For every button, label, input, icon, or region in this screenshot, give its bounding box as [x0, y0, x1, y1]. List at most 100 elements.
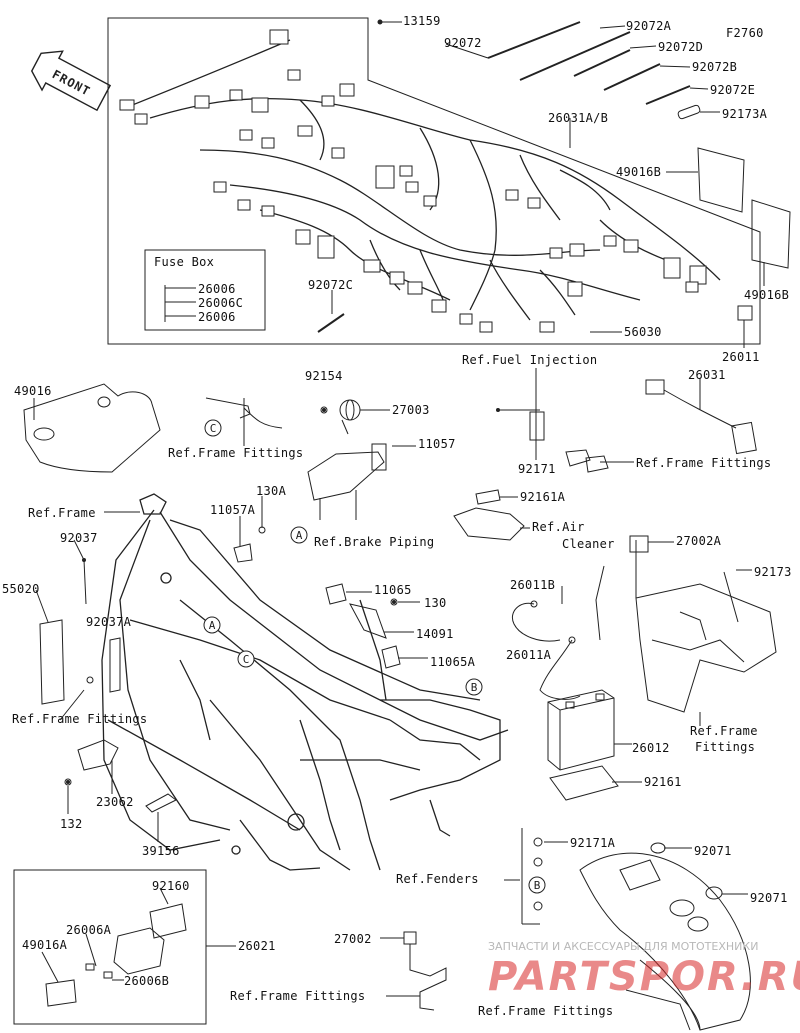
- motorcycle-frame: [101, 493, 509, 871]
- callout-circle-c: [237, 650, 255, 668]
- part-label-26006b: 26006B: [124, 974, 170, 988]
- part-label-92072b: 92072B: [692, 60, 738, 74]
- part-label-92037a: 92037A: [86, 615, 132, 629]
- part-label-11065a: 11065A: [430, 655, 476, 669]
- part-label-27003: 27003: [392, 403, 430, 417]
- part-label-26031ab: 26031A/B: [548, 111, 609, 125]
- rubber-sheet-49016b-2: [751, 199, 791, 269]
- part-label-13159: 13159: [403, 14, 441, 28]
- air-cleaner-tray: [453, 507, 525, 541]
- part-label-55020: 55020: [2, 582, 40, 596]
- callout-letter-a: A: [209, 619, 216, 632]
- part-label-92037: 92037: [60, 531, 98, 545]
- part-label-ref-frame-fittings-6: Ref.Frame Fittings: [478, 1004, 614, 1018]
- callout-letter-b: B: [471, 681, 478, 694]
- watermark-logo: PARTSPOR.RU: [488, 954, 800, 1000]
- part-label-26011a: 26011A: [506, 648, 552, 662]
- battery-26012: [547, 689, 615, 771]
- part-label-26011: 26011: [722, 350, 760, 364]
- part-label-92173: 92173: [754, 565, 792, 579]
- part-label-49016: 49016: [14, 384, 52, 398]
- part-label-11057: 11057: [418, 437, 456, 451]
- part-label-130a: 130A: [256, 484, 287, 498]
- cable-ties: [317, 21, 691, 333]
- fuse-box-part-2: 26006C: [198, 296, 244, 310]
- part-label-92072: 92072: [444, 36, 482, 50]
- part-label-14091: 14091: [416, 627, 454, 641]
- part-label-26006a: 26006A: [66, 923, 112, 937]
- part-label-ref-frame-fittings-1: Ref.Frame Fittings: [168, 446, 304, 460]
- ecu-inset-box: [13, 869, 207, 1025]
- part-label-92161a: 92161A: [520, 490, 566, 504]
- part-label-ref-frame-fittings-3: Ref.Frame Fittings: [12, 712, 148, 726]
- part-label-ref-frame-fittings-2: Ref.Frame Fittings: [636, 456, 772, 470]
- part-label-56030: 56030: [624, 325, 662, 339]
- part-label-130: 130: [424, 596, 447, 610]
- part-label-92154: 92154: [305, 369, 343, 383]
- callout-circle-a: [203, 616, 221, 634]
- ecu-26021: [113, 927, 165, 975]
- harness-panel-outline: [107, 17, 761, 345]
- part-label-92160: 92160: [152, 879, 190, 893]
- part-label-26012: 26012: [632, 741, 670, 755]
- part-label-39156: 39156: [142, 844, 180, 858]
- part-label-26011b: 26011B: [510, 578, 556, 592]
- part-label-92072d: 92072D: [658, 40, 704, 54]
- part-label-132: 132: [60, 817, 83, 831]
- horn: [320, 399, 390, 435]
- rear-fender: [579, 852, 751, 1031]
- part-label-cleaner: Cleaner: [562, 537, 615, 551]
- part-label-92071-2: 92071: [750, 891, 788, 905]
- front-arrow: [30, 50, 112, 112]
- part-label-92161: 92161: [644, 775, 682, 789]
- part-label-92171: 92171: [518, 462, 556, 476]
- part-label-92171a: 92171A: [570, 836, 616, 850]
- callout-circle-b: [465, 678, 483, 696]
- rubber-sheet-49016b: [697, 147, 745, 213]
- fuse-box-title: Fuse Box: [154, 255, 215, 269]
- part-label-92071: 92071: [694, 844, 732, 858]
- part-label-ref-brake: Ref.Brake Piping: [314, 535, 435, 549]
- part-label-11065: 11065: [374, 583, 412, 597]
- part-label-ref-frame: Ref.Frame: [28, 506, 96, 520]
- part-label-27002: 27002: [334, 932, 372, 946]
- callout-circle-a: [290, 526, 308, 544]
- part-label-49016b-2: 49016B: [744, 288, 790, 302]
- part-label-26031: 26031: [688, 368, 726, 382]
- diagram-code: F2760: [726, 26, 764, 40]
- part-label-ref-fenders: Ref.Fenders: [396, 872, 479, 886]
- fuse-box-part-3: 26006: [198, 310, 236, 324]
- part-label-49016a: 49016A: [22, 938, 68, 952]
- fuse-box-part-1: 26006: [198, 282, 236, 296]
- callout-letter-c: C: [210, 422, 217, 435]
- part-label-ref-fuel: Ref.Fuel Injection: [462, 353, 598, 367]
- main-wire-harness: [119, 39, 721, 321]
- callout-letter-b: B: [534, 879, 541, 892]
- part-label-27002a: 27002A: [676, 534, 722, 548]
- part-label-92072a: 92072A: [626, 19, 672, 33]
- part-label-92173a: 92173A: [722, 107, 768, 121]
- watermark-tagline: ЗАПЧАСТИ И АКСЕССУАРЫ ДЛЯ МОТОТЕХНИКИ: [488, 940, 759, 953]
- part-label-92072c: 92072C: [308, 278, 354, 292]
- battery-case: [635, 583, 777, 713]
- callout-letter-c: C: [243, 653, 250, 666]
- callout-letter-a: A: [296, 529, 303, 542]
- harness-connectors: [119, 29, 753, 333]
- fuse-box-inset: [144, 249, 266, 331]
- part-label-26021: 26021: [238, 939, 276, 953]
- part-label-92072e: 92072E: [710, 83, 756, 97]
- part-label-ref-frame-fittings-4a: Ref.Frame: [690, 724, 758, 738]
- callout-circle-c: [204, 419, 222, 437]
- part-label-11057a: 11057A: [210, 503, 256, 517]
- part-label-ref-frame-fittings-4b: Fittings: [695, 740, 756, 754]
- bracket-11057: [307, 451, 385, 501]
- part-label-23062: 23062: [96, 795, 134, 809]
- rubber-sheet-49016: [23, 383, 161, 473]
- strap-55020: [39, 619, 65, 705]
- part-label-49016b: 49016B: [616, 165, 662, 179]
- callout-circle-b: [528, 876, 546, 894]
- part-label-ref-air: Ref.Air: [532, 520, 585, 534]
- part-label-ref-frame-fittings-5: Ref.Frame Fittings: [230, 989, 366, 1003]
